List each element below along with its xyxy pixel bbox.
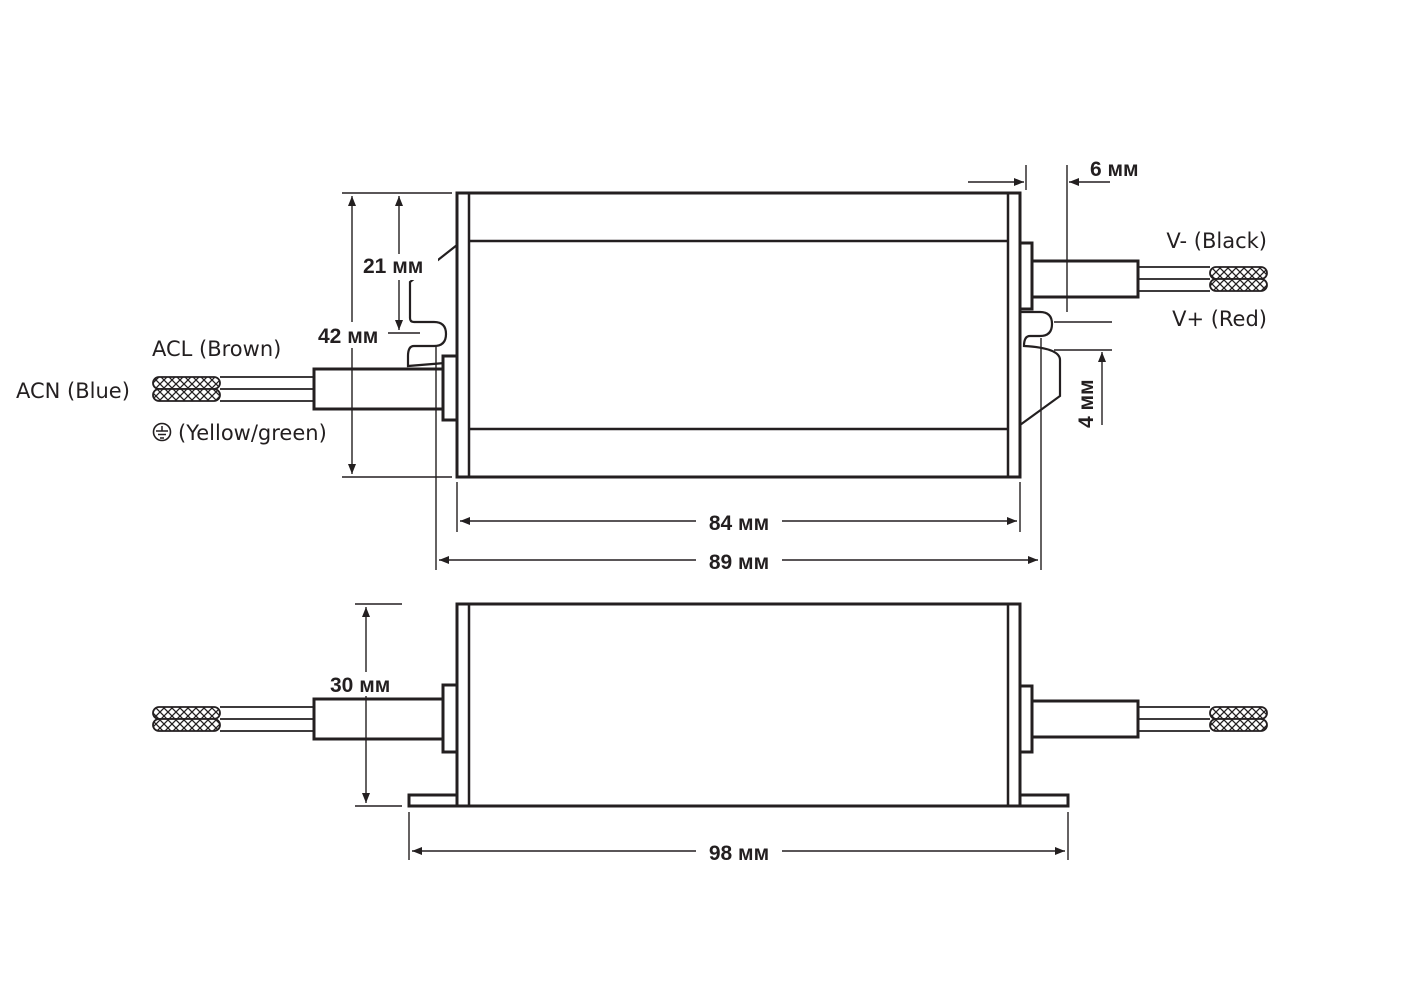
right-mounting-flange bbox=[1019, 310, 1062, 426]
side-view-housing bbox=[455, 602, 1022, 808]
top-view-housing bbox=[455, 191, 1022, 479]
dim-89-label: 89 мм bbox=[709, 551, 769, 574]
label-earth: (Yellow/green) bbox=[178, 421, 327, 445]
dim-84-label: 84 мм bbox=[709, 512, 769, 535]
dim-6-label: 6 мм bbox=[1090, 158, 1139, 181]
left-cable-gland bbox=[441, 354, 459, 422]
label-acn: ACN (Blue) bbox=[16, 379, 130, 403]
side-view: 30 мм 98 мм bbox=[152, 602, 1268, 865]
right-wire-ends bbox=[1209, 266, 1268, 292]
left-mounting-flange bbox=[406, 244, 458, 368]
side-left-cable-gland bbox=[441, 683, 459, 754]
left-cable-jacket bbox=[312, 367, 445, 411]
label-vminus: V- (Black) bbox=[1166, 229, 1267, 253]
side-right-cable-gland bbox=[1018, 684, 1034, 754]
dim-98-label: 98 мм bbox=[709, 842, 769, 865]
right-cable-jacket bbox=[1030, 259, 1140, 299]
side-left-cable-jacket bbox=[312, 697, 445, 741]
dim-42-label: 42 мм bbox=[318, 325, 378, 348]
earth-icon bbox=[152, 422, 172, 442]
side-right-cable-jacket bbox=[1030, 699, 1140, 739]
label-vplus: V+ (Red) bbox=[1172, 307, 1267, 331]
left-wire-ends bbox=[152, 376, 221, 402]
label-acl: ACL (Brown) bbox=[152, 337, 281, 361]
right-cable-gland bbox=[1018, 241, 1034, 311]
dim-21-label: 21 мм bbox=[363, 255, 423, 278]
side-right-wire-ends bbox=[1209, 706, 1268, 732]
top-view: 21 мм 42 мм 84 мм 89 мм 6 мм 4 мм ACL (B… bbox=[16, 158, 1268, 574]
side-left-wire-ends bbox=[152, 706, 221, 732]
dim-30-label: 30 мм bbox=[330, 674, 390, 697]
dim-4-label: 4 мм bbox=[1075, 379, 1098, 428]
